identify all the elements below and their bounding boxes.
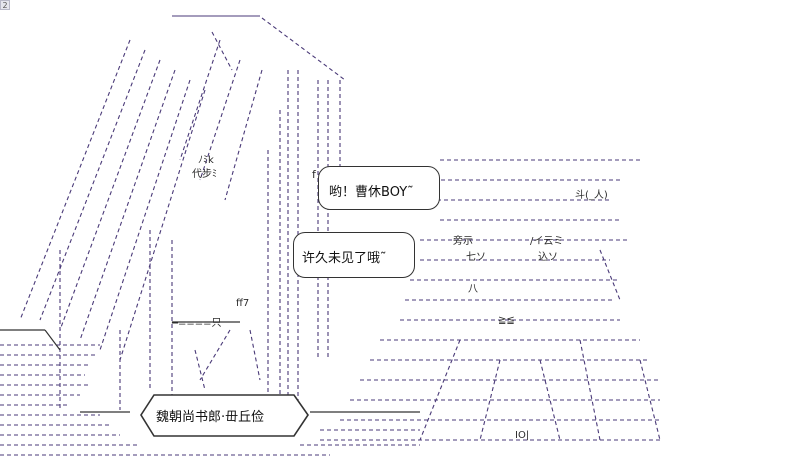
art-text-zhi: ━====只 [172, 318, 222, 329]
art-text-ru: 込ソ [538, 252, 558, 263]
caption-text: 魏朝尚书郎·毌丘俭 [156, 410, 265, 425]
art-text-io: IO| [515, 430, 530, 441]
art-text-qi: 七ソ [466, 252, 486, 263]
speech-bubble-1: 哟！曹休BOY˜ [318, 166, 440, 210]
art-text-mk: ﾉﾐk [198, 155, 214, 166]
art-text-ba: 八 [468, 284, 478, 295]
speech-bubble-2: 许久未见了哦˜ [293, 232, 415, 278]
caption-box: 魏朝尚书郎·毌丘俭 [140, 394, 308, 436]
caption-box-outline [140, 394, 309, 437]
art-text-pang: 旁示 [453, 236, 473, 247]
page-number-tag: 2 [0, 0, 10, 10]
art-text-yun: /イ云ミ [530, 236, 564, 247]
art-text-ge: ≧≦ [498, 315, 515, 326]
art-text-ff7: ff7 [236, 298, 250, 309]
speech-bubble-1-text: 哟！曹休BOY˜ [329, 185, 414, 200]
art-text-dai: 代步ﾐ [192, 169, 217, 180]
art-text-dou: 斗(_人) [575, 190, 608, 201]
speech-bubble-2-text: 许久未见了哦˜ [302, 251, 387, 266]
speaker-mark-1: f [312, 168, 316, 181]
